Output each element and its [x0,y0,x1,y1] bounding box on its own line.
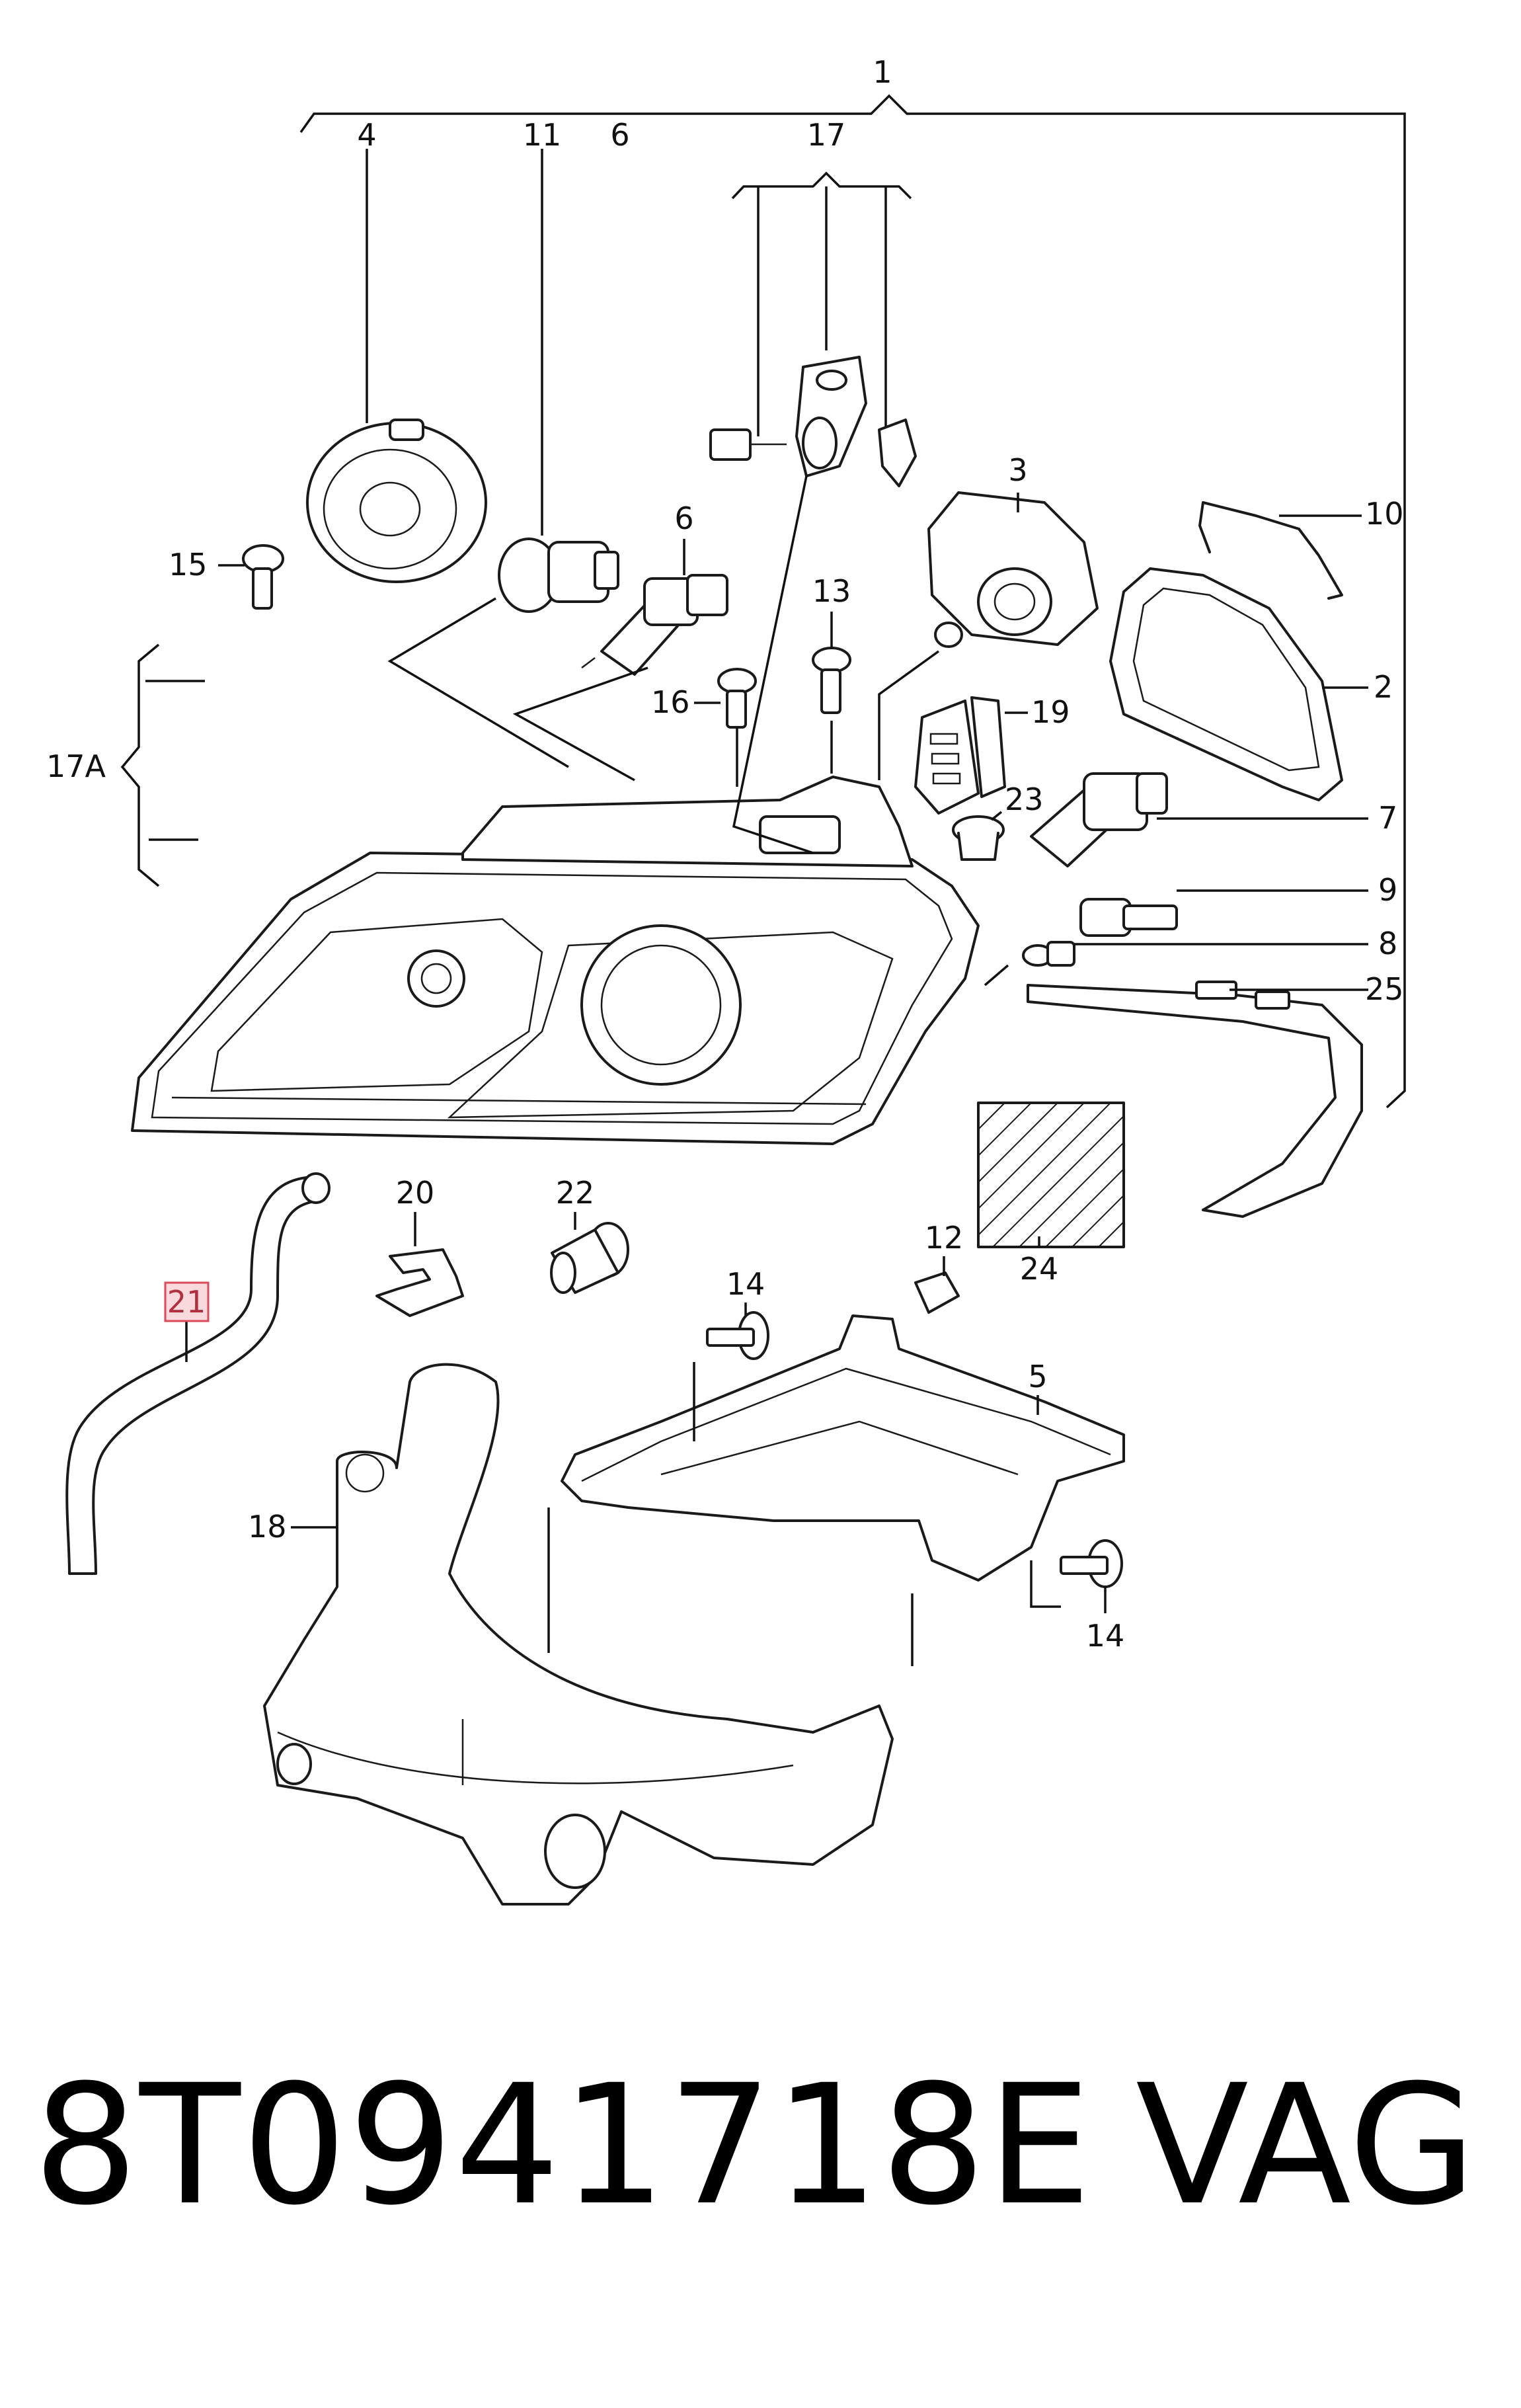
bulb-8 [1022,941,1075,967]
bolt-14-upper [706,1311,769,1360]
label-24 [977,1102,1125,1248]
callout-7: 7 [1378,800,1397,836]
screw-13 [812,647,851,714]
callout-16: 16 [651,684,690,720]
group-1-bracket [299,94,1406,1109]
bulb-7 [1030,772,1168,867]
bulb-holder-9 [1079,898,1178,937]
group-17-bracket [731,171,912,200]
callout-21: 21 [167,1284,206,1320]
callout-13: 13 [812,573,851,609]
callout-labels: 1 4 11 6 17 3 10 15 6 13 2 16 19 17A 23 … [46,54,1404,1654]
clip-10 [1198,501,1343,600]
adjuster-17 [709,356,917,487]
callout-18: 18 [248,1509,287,1545]
screw-16 [717,668,757,729]
callout-25: 25 [1365,971,1404,1007]
callout-1: 1 [873,54,892,90]
callout-6: 6 [674,501,693,536]
dust-cap-4 [306,419,487,583]
callout-3: 3 [1008,452,1027,488]
grommet-22 [550,1222,629,1294]
highlighted-callout-21: 21 [164,1281,210,1322]
brand-name: VAG [1136,2049,1477,2241]
connector-19 [914,696,1006,815]
clip-20 [375,1248,464,1317]
callout-12: 12 [925,1220,964,1256]
callout-2: 2 [1374,669,1393,705]
headlamp-housing [131,776,980,1145]
callout-19: 19 [1031,694,1070,730]
screw-15 [242,544,284,610]
bulb-6 [581,574,728,676]
callout-8: 8 [1378,926,1397,961]
part-number: 8T0941718E [33,2049,1093,2241]
callout-5: 5 [1028,1359,1047,1394]
callout-24: 24 [1020,1251,1059,1287]
callout-17: 17 [807,117,846,153]
bulb-11 [498,538,619,613]
bolt-14-lower [1060,1539,1123,1588]
plug-23 [952,815,1005,861]
hose-21 [65,1172,331,1575]
callout-4: 4 [357,117,376,153]
bracket-5 [561,1314,1125,1582]
callout-17a: 17A [46,748,106,784]
gasket-2 [1109,567,1343,801]
callout-23: 23 [1005,782,1044,817]
callout-9: 9 [1378,872,1397,908]
callout-10: 10 [1365,496,1404,532]
housing-bracket-18 [263,1363,894,1906]
callout-15: 15 [169,547,208,582]
highlight-box [164,1281,210,1322]
callout-14-upper: 14 [726,1266,765,1302]
group-17a-bracket [120,643,160,887]
callout-6-top: 6 [610,117,629,153]
callout-14-lower: 14 [1086,1618,1125,1654]
motor-3 [927,491,1099,648]
callout-20: 20 [396,1175,435,1211]
nut-12 [914,1271,960,1314]
callout-22: 22 [556,1175,595,1211]
trim-strip-25 [1027,981,1363,1218]
callout-11: 11 [523,117,562,153]
